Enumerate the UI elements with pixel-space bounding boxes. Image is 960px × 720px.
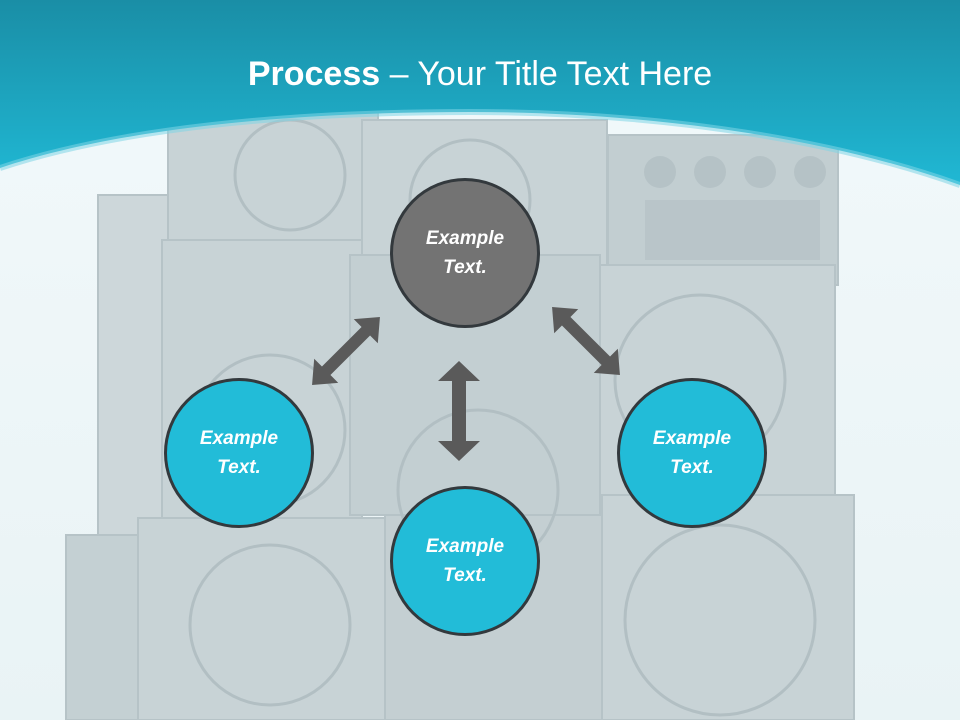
arrow-center-left [312,317,380,385]
header-wave [0,0,960,185]
node-label: Example Text. [425,536,505,586]
title-text: Your Title Text Here [417,55,713,93]
node-label: Example Text. [199,428,279,478]
node-label: Example Text. [425,228,505,278]
arrow-center-bottom [438,361,480,461]
process-node-left: Example Text. [164,378,314,528]
process-node-right: Example Text. [617,378,767,528]
title-bold: Process [247,55,381,93]
process-node-bottom: Example Text. [390,486,540,636]
slide-title: Process – Your Title Text Here [0,52,960,96]
title-separator: – [380,55,418,93]
arrow-center-right [552,307,620,375]
node-label: Example Text. [652,428,732,478]
header-wave-highlight [0,108,960,188]
process-node-center: Example Text. [390,178,540,328]
speaker-tweeters-illustration [644,156,826,260]
